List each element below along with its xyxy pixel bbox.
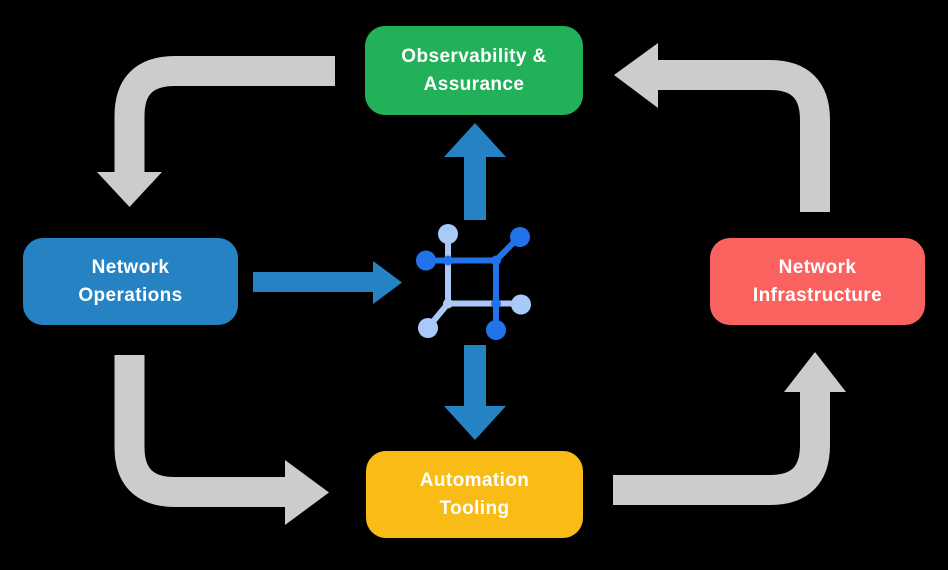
node-observability-assurance: Observability & Assurance (365, 26, 583, 115)
cycle-arrow-operations-to-tooling (114, 355, 329, 525)
flow-arrow-icon-to-observability (444, 123, 506, 220)
network-automation-icon (416, 224, 531, 340)
cycle-arrow-tooling-to-infrastructure (613, 352, 846, 505)
node-network-infrastructure-label: Network Infrastructure (752, 256, 883, 306)
node-network-operations-label: Network Operations (78, 256, 183, 306)
node-network-operations: Network Operations (23, 238, 238, 325)
flow-arrow-operations-to-icon (253, 261, 402, 304)
cycle-arrow-infrastructure-to-observability (614, 43, 830, 212)
node-network-infrastructure: Network Infrastructure (710, 238, 925, 325)
flow-arrow-icon-to-tooling (444, 345, 506, 440)
node-automation-tooling: Automation Tooling (366, 451, 583, 538)
node-automation-tooling-label: Automation Tooling (419, 469, 530, 519)
node-observability-assurance-label: Observability & Assurance (401, 45, 547, 95)
cycle-arrow-observability-to-operations (97, 56, 335, 207)
